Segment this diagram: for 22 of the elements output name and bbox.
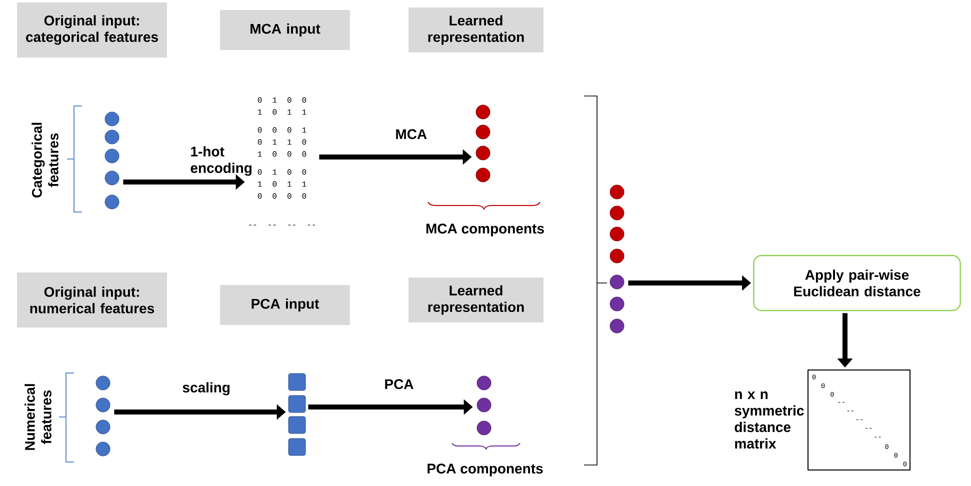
square-column (288, 373, 306, 456)
edge-label: scaling (182, 382, 230, 396)
header-box: Original input: numerical features (17, 272, 167, 328)
header-box: PCA input (220, 285, 350, 325)
header-box: Original input: categorical features (17, 2, 167, 58)
dot-column (610, 184, 624, 334)
dot-column (96, 376, 110, 456)
dot-column (104, 112, 120, 210)
component-label: PCA components (428, 464, 543, 476)
side-label: Categorical features (32, 122, 58, 198)
dot-column (476, 376, 492, 436)
process-box: Apply pair-wise Euclidean distance (753, 254, 961, 312)
header-box: MCA input (220, 10, 350, 50)
matrix-label: n x n symmetric distance matrix (734, 391, 804, 449)
header-box: Learned representation (408, 278, 544, 322)
edge-label: PCA (385, 379, 414, 390)
edge-label: MCA (396, 129, 427, 140)
component-label: MCA components (426, 224, 544, 236)
header-box: Learned representation (408, 8, 544, 52)
side-label: Numerical features (24, 384, 52, 450)
edge-label: 1-hot encoding (190, 146, 252, 176)
dot-column (476, 104, 490, 182)
